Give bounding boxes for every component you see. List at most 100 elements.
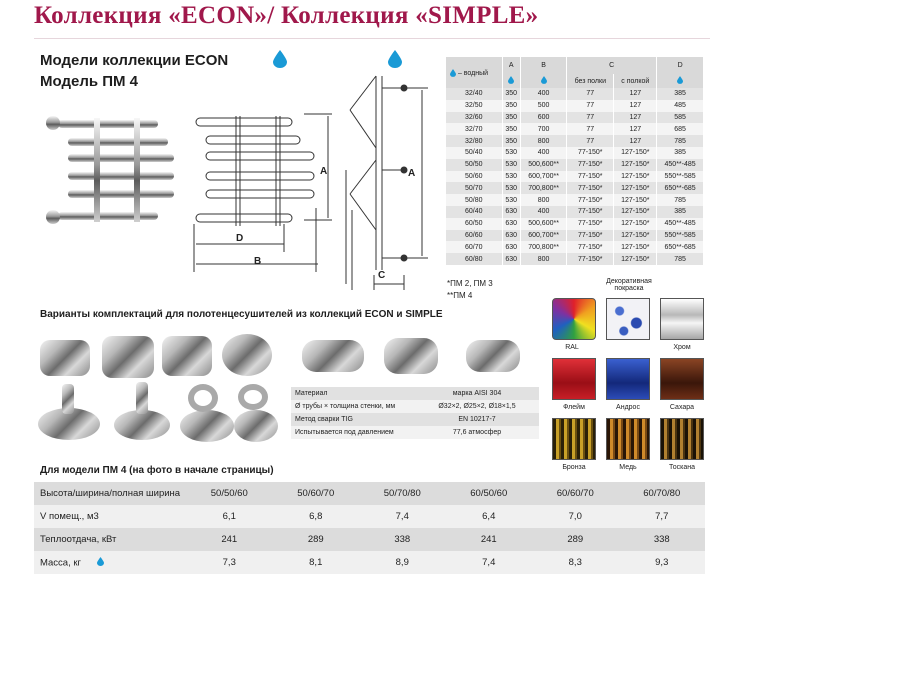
dim-label-c: C <box>378 270 386 281</box>
spec-cell: 60/80 <box>446 253 503 265</box>
spec-cell: 400 <box>520 205 568 218</box>
swatch-med <box>606 418 650 460</box>
spec-cell: 77-150* <box>566 194 615 206</box>
pm4-cell: 338 <box>618 528 705 551</box>
spec-cell: 127 <box>613 99 658 112</box>
spec-cell: 600 <box>520 111 568 124</box>
spec-cell: 530 <box>502 158 521 171</box>
spec-cell: 600,700** <box>520 170 568 183</box>
model-subtitle: Модель ПМ 4 <box>40 73 139 90</box>
spec-cell: 630 <box>502 205 521 218</box>
wall-mount-2 <box>114 410 170 440</box>
spec-cell: 700,800** <box>520 182 568 195</box>
pm4-heading: Для модели ПМ 4 (на фото в начале страни… <box>40 465 274 476</box>
spec-cell: 530 <box>502 146 521 159</box>
pm4-cell: 8,1 <box>272 551 359 574</box>
spec-cell: 350 <box>502 88 521 100</box>
spec-cell: 530 <box>502 182 521 195</box>
spec-cell: 800 <box>520 135 568 147</box>
spec-cell: 350 <box>502 135 521 147</box>
collection-subtitle: Модели коллекции ECON <box>40 52 229 69</box>
spec-cell: 630 <box>502 241 521 254</box>
fitting-straight-1 <box>40 340 90 376</box>
side-schematic <box>344 70 444 290</box>
pm4-cell: 7,7 <box>618 505 705 528</box>
dim-label-a2: A <box>408 168 416 179</box>
pm4-cell: 8,9 <box>359 551 446 574</box>
product-photo <box>38 112 178 232</box>
pm4-cell: 60/60/70 <box>532 482 619 505</box>
material-key: Испытывается под давлением <box>291 426 415 439</box>
spec-cell: 60/70 <box>446 241 503 254</box>
ring-mount-2-ring <box>238 384 268 410</box>
spec-cell: 500 <box>520 99 568 112</box>
spec-cell: 77-150* <box>566 158 615 171</box>
spec-cell: 127-150* <box>613 205 658 218</box>
fitting-elbow-3 <box>466 340 520 372</box>
spec-cell: 550**-585 <box>656 229 704 242</box>
spec-cell: 50/70 <box>446 182 503 195</box>
spec-cell: 350 <box>502 99 521 112</box>
pm4-cell: 8,3 <box>532 551 619 574</box>
spec-header-c-noshelf: без полки <box>566 74 615 88</box>
swatch-bronza-label: Бронза <box>562 464 586 471</box>
spec-cell: 385 <box>656 88 704 100</box>
swatch-toskana <box>660 418 704 460</box>
footnote-1: *ПМ 2, ПМ 3 <box>447 279 493 288</box>
spec-cell: 127-150* <box>613 158 658 171</box>
spec-cell: 60/60 <box>446 229 503 242</box>
swatch-chrome-label: Хром <box>673 344 691 351</box>
material-key: Материал <box>291 387 415 400</box>
spec-cell: 77-150* <box>566 253 615 265</box>
material-value: EN 10217-7 <box>415 413 539 426</box>
spec-cell: 77-150* <box>566 217 615 230</box>
spec-header-c: C <box>566 57 658 74</box>
spec-cell: 785 <box>656 194 704 206</box>
spec-cell: 127-150* <box>613 170 658 183</box>
spec-cell: 650**-685 <box>656 182 704 195</box>
pm4-cell: 50/60/70 <box>272 482 359 505</box>
spec-cell: 450**-485 <box>656 217 704 230</box>
spec-cell: 50/60 <box>446 170 503 183</box>
spec-cell: 585 <box>656 111 704 124</box>
spec-cell: 77 <box>566 99 615 112</box>
dim-label-d: D <box>236 233 244 244</box>
spec-cell: 785 <box>656 253 704 265</box>
spec-header-b: B <box>520 57 568 74</box>
spec-cell: 60/40 <box>446 205 503 218</box>
water-drop-icon <box>273 50 287 68</box>
pm4-cell: 338 <box>359 528 446 551</box>
pm4-cell: 289 <box>272 528 359 551</box>
spec-cell: 50/50 <box>446 158 503 171</box>
water-drop-icon <box>388 50 402 68</box>
spec-cell: 500,600** <box>520 217 568 230</box>
page-title: Коллекция «ECON»/ Коллекция «SIMPLE» <box>34 2 539 29</box>
pm4-cell: 50/50/60 <box>186 482 273 505</box>
header-divider <box>34 38 710 39</box>
spec-cell: 50/40 <box>446 146 503 159</box>
spec-cell: 600,700** <box>520 229 568 242</box>
material-value: 77,6 атмосфер <box>415 426 539 439</box>
spec-cell: 77-150* <box>566 229 615 242</box>
swatch-fleim <box>552 358 596 400</box>
ring-mount-1-ring <box>188 384 218 412</box>
spec-cell: 630 <box>502 253 521 265</box>
spec-cell: 77 <box>566 88 615 100</box>
spec-cell: 127-150* <box>613 146 658 159</box>
spec-header-c-shelf: с полкой <box>613 74 658 88</box>
pm4-cell: 7,4 <box>445 551 532 574</box>
pm4-cell: 60/50/60 <box>445 482 532 505</box>
swatch-bronza <box>552 418 596 460</box>
swatch-med-label: Медь <box>619 464 637 471</box>
swatch-ral <box>552 298 596 340</box>
